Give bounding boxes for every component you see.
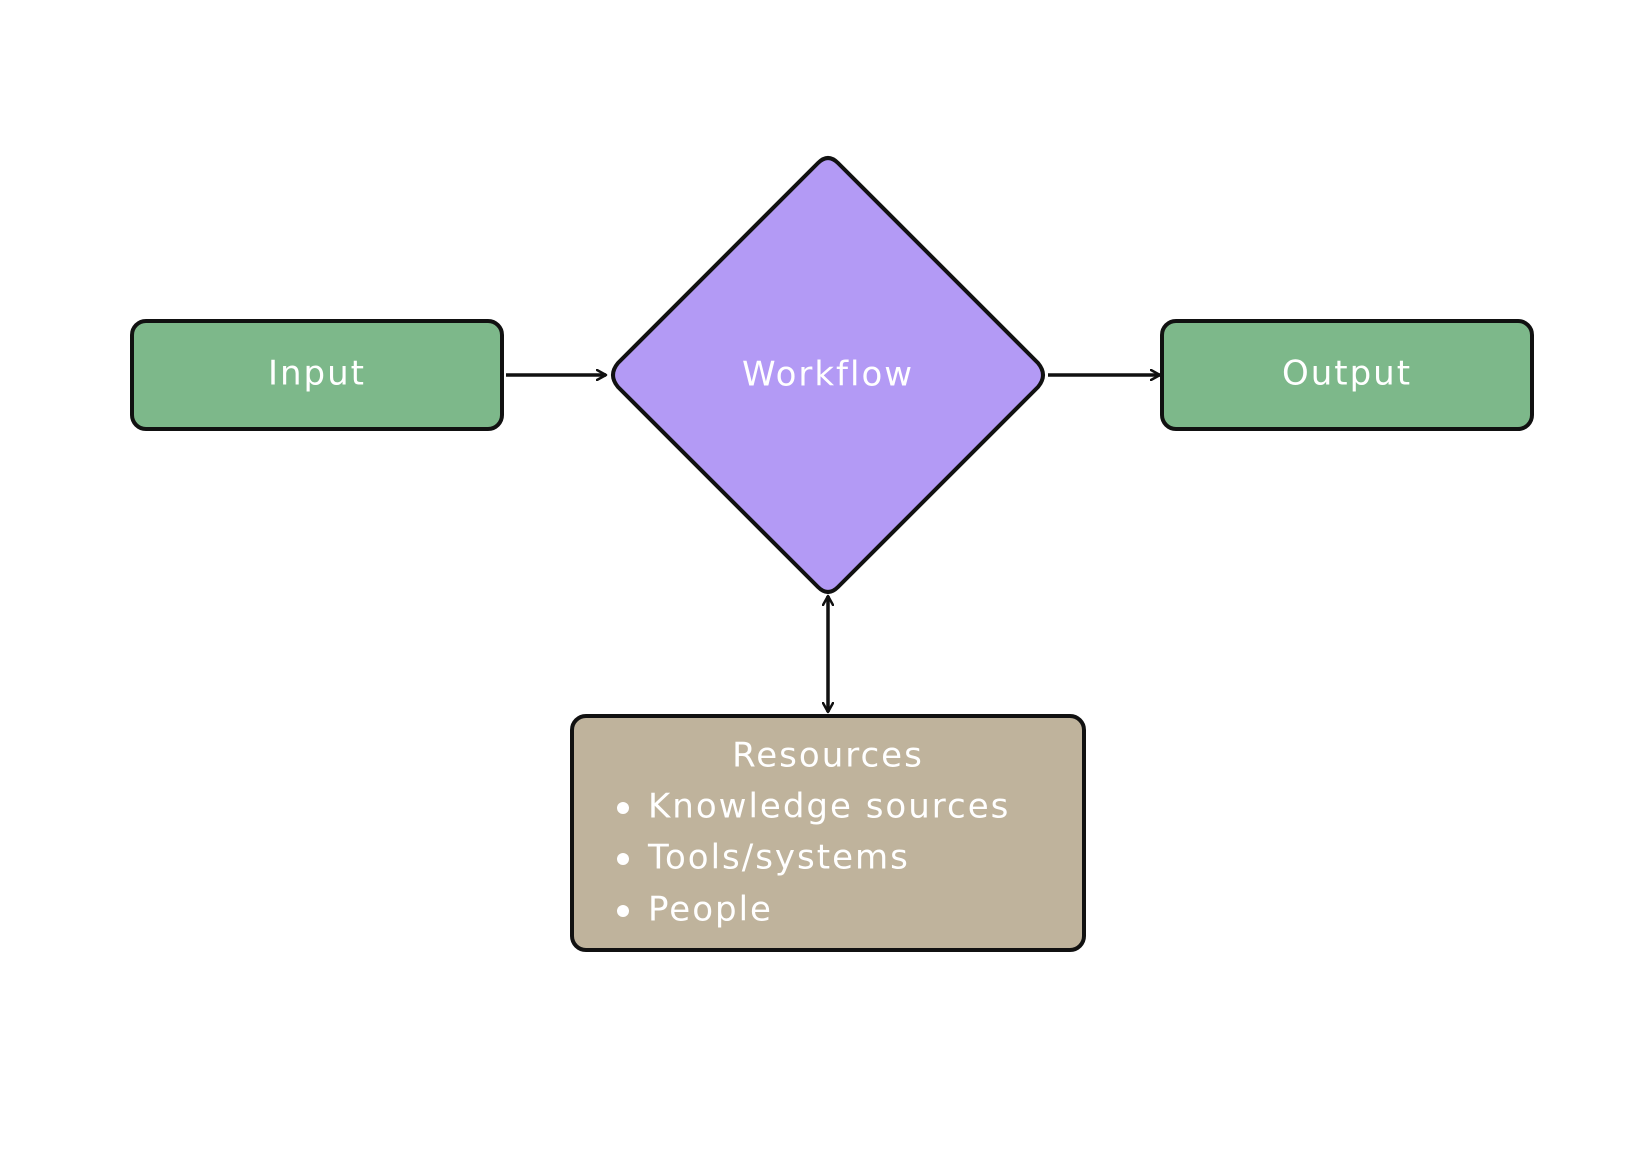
resource-item-tools: Tools/systems (647, 838, 910, 878)
node-workflow-diamond (611, 156, 1045, 594)
resource-item-people: People (648, 890, 773, 930)
node-resources-title: Resources (732, 736, 924, 776)
node-resources-box (570, 714, 1086, 952)
node-resources: Resources Knowledge sources Tools/system… (570, 714, 1086, 952)
node-input-label: Input (268, 354, 366, 394)
resource-item-knowledge: Knowledge sources (648, 787, 1010, 827)
node-output-label: Output (1282, 354, 1412, 394)
node-workflow: Workflow (611, 156, 1045, 594)
node-output-box (1160, 319, 1534, 431)
node-workflow-label: Workflow (742, 355, 914, 395)
bullet-icon (617, 905, 629, 917)
bullet-icon (617, 853, 629, 865)
node-output: Output (1160, 319, 1534, 431)
node-input-box (130, 319, 504, 431)
bullet-icon (617, 802, 629, 814)
node-input: Input (130, 319, 504, 431)
